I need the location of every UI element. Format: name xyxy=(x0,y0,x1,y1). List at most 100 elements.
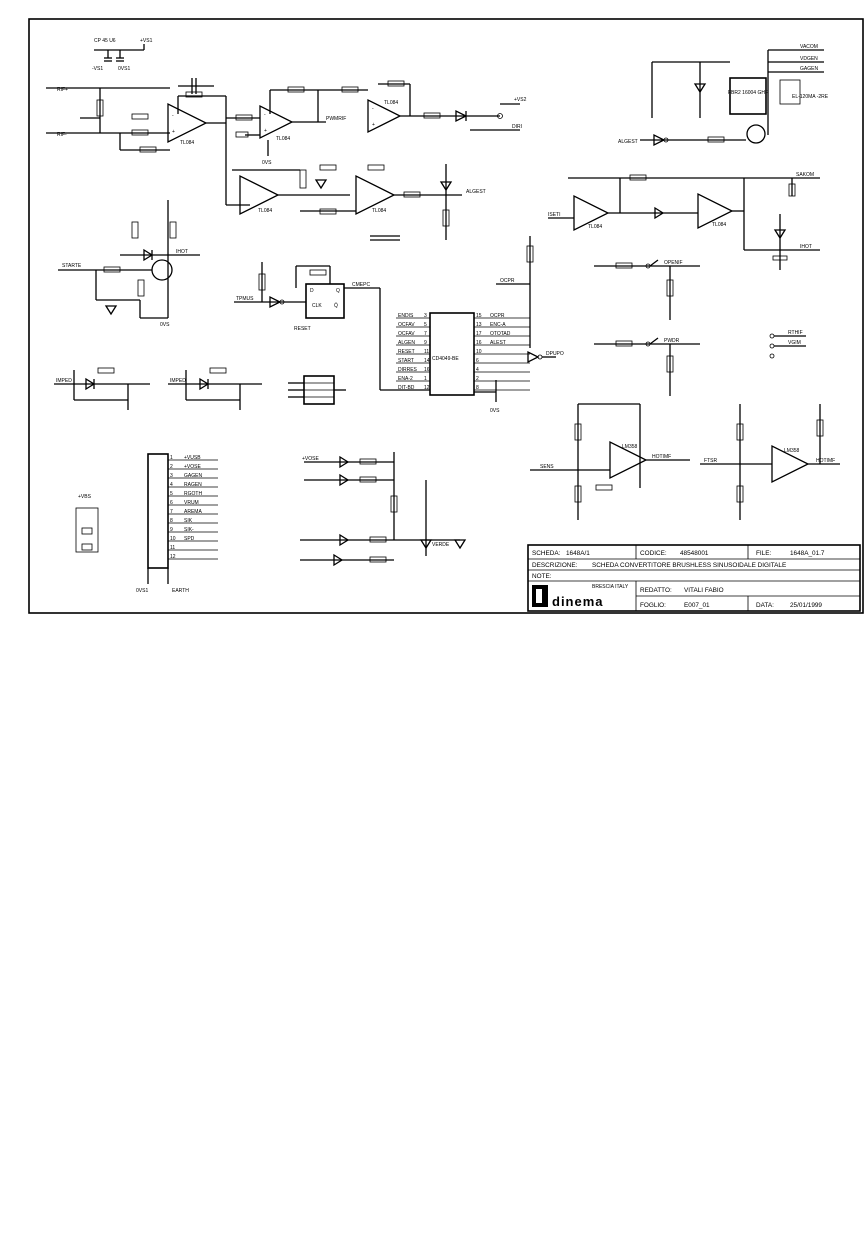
label-ihot: IHOT xyxy=(176,249,188,255)
cd4049-pin-num: 5 xyxy=(424,322,427,328)
svg-text:-: - xyxy=(172,113,174,119)
led-section: VERDE +VOSE xyxy=(300,452,467,567)
opamp-u9 xyxy=(367,98,402,134)
cd4049-pin-out: ENC-A xyxy=(490,322,506,328)
connector-pin-num: 1 xyxy=(170,455,173,461)
label-vs1: +VS1 xyxy=(140,38,153,44)
label-hotimf-2: HOTIMF xyxy=(816,458,835,464)
label-sens: SENS xyxy=(540,464,554,470)
data-value: 25/01/1999 xyxy=(790,602,822,609)
cd4049-pin-out: OTOTAD xyxy=(490,331,511,337)
cd4049-pin-out: ALEST xyxy=(490,340,506,346)
connector-pin-num: 11 xyxy=(170,545,175,551)
label-openif: OPENIF xyxy=(664,260,683,266)
label-rthif: RTHIF xyxy=(788,330,803,336)
label-verde: VERDE xyxy=(432,542,450,548)
cd4049-pin-in: RESET xyxy=(398,349,415,355)
cd4049-pin-in: OCFAV xyxy=(398,322,415,328)
label-vdgen: VDGEN xyxy=(800,56,818,62)
cd4049-pin-num: 2 xyxy=(476,376,479,382)
connector-pin-num: 8 xyxy=(170,518,173,524)
label-algest: ALGEST xyxy=(466,189,486,195)
opamp-label-8: LM358 xyxy=(622,444,638,450)
bus-section: OCPR DPUPO xyxy=(496,236,564,364)
connector-pin-num: 9 xyxy=(170,527,173,533)
descrizione-label: DESCRIZIONE: xyxy=(532,562,578,569)
label-pwmrif: PWMRIF xyxy=(326,116,346,122)
label-earth: EARTH xyxy=(172,588,189,594)
label-pwdr: PWDR xyxy=(664,338,680,344)
cd4049-pin-num: 11 xyxy=(424,349,429,355)
label-vbs: +VBS xyxy=(78,494,92,500)
label-vgim: VGIM xyxy=(788,340,801,346)
imped-section: IMPED IMPED xyxy=(54,367,262,410)
codice-value: 48548001 xyxy=(680,550,709,557)
file-value: 1648A_01.7 xyxy=(790,550,825,557)
cd4049-name: CD4049-BE xyxy=(432,356,459,362)
cd4049-body xyxy=(429,312,475,396)
foglio-value: E007_01 xyxy=(684,602,710,609)
opamp-u6 xyxy=(697,192,734,230)
label-rif-minus: RIF- xyxy=(57,132,67,138)
label-0vs1: 0VS1 xyxy=(136,588,148,594)
opamp-label-7: TL084 xyxy=(712,222,726,228)
start-section: IHOT STARTE 0VS xyxy=(58,200,200,328)
label-iseti: ISETI xyxy=(548,212,561,218)
file-label: FILE: xyxy=(756,550,771,557)
label-0vs-c: 0VS xyxy=(490,408,500,414)
connector-pin-label: AREMA xyxy=(184,509,202,515)
cd4049-pin-num: 8 xyxy=(476,385,479,391)
note-label: NOTE: xyxy=(532,573,552,580)
connector-pin-label: SPD xyxy=(184,536,195,542)
redatto-value: VITALI FABIO xyxy=(684,587,724,594)
connector-pin-num: 6 xyxy=(170,500,173,506)
opamp-label-3: TL084 xyxy=(384,100,398,106)
opamp-label-6: TL084 xyxy=(588,224,602,230)
scheda-value: 1648A/1 xyxy=(566,550,590,557)
opamp-u12 xyxy=(771,444,810,484)
svg-text:+: + xyxy=(264,128,267,134)
cd4049-pin-in: ENA-2 xyxy=(398,376,413,382)
transistor-q1 xyxy=(151,259,173,281)
cd4049-pin-num: 9 xyxy=(424,340,427,346)
data-label: DATA: xyxy=(756,602,774,609)
svg-text:-: - xyxy=(372,106,374,112)
input-amp-section: CP 45 U6 +VS1 -VS1 0VS1 RIF+ RIF- - + TL… xyxy=(46,38,250,206)
opamp-u5 xyxy=(573,194,610,232)
cd4049-pin-num: 3 xyxy=(424,313,427,319)
dip-switch xyxy=(288,375,346,405)
label-0vs1a: 0VS1 xyxy=(118,66,130,72)
connector-pin-label: RGOTH xyxy=(184,491,202,497)
label-gagen: GAGEN xyxy=(800,66,818,72)
label-diri: DIRI xyxy=(512,124,522,130)
relay-section: VACOM VDGEN GAGEN EL-120MA -2RE FBR2 160… xyxy=(618,44,829,147)
opamp-u11 xyxy=(609,440,648,480)
label-algest-2: ALGEST xyxy=(618,139,638,145)
flipflop-section: D CLK Q Q̄ CMEPC TPMUS RESET xyxy=(234,262,380,332)
cd4049-pin-num: 14 xyxy=(424,358,430,364)
cd4049-pin-num: 16 xyxy=(476,340,482,346)
opamp-label-4: TL084 xyxy=(258,208,272,214)
connector-pin-label: SIK xyxy=(184,518,193,524)
connector-pin-num: 3 xyxy=(170,473,173,479)
label-vs2: +VS2 xyxy=(514,97,527,103)
company-logo-text: dinema xyxy=(552,594,604,609)
cd4049-pin-num: 16 xyxy=(424,367,430,373)
cd4049-pin-in: ALGEN xyxy=(398,340,415,346)
codice-label: CODICE: xyxy=(640,550,667,557)
connector-j1 xyxy=(147,453,169,569)
cd4049-pin-in: START xyxy=(398,358,414,364)
label-rif-plus: RIF+ xyxy=(57,87,68,93)
company-location: BRESCIA ITALY xyxy=(592,584,629,590)
label-ihot-2: IHOT xyxy=(800,244,812,250)
svg-text:+: + xyxy=(172,129,175,135)
label-sakom: SAKOM xyxy=(796,172,814,178)
reference-chain: - + TL084 PWMRIF 0VS - + TL084 +VS2 DIRI xyxy=(226,80,527,166)
cd4049-pin-num: 10 xyxy=(476,349,482,355)
label-vacom: VACOM xyxy=(800,44,818,50)
